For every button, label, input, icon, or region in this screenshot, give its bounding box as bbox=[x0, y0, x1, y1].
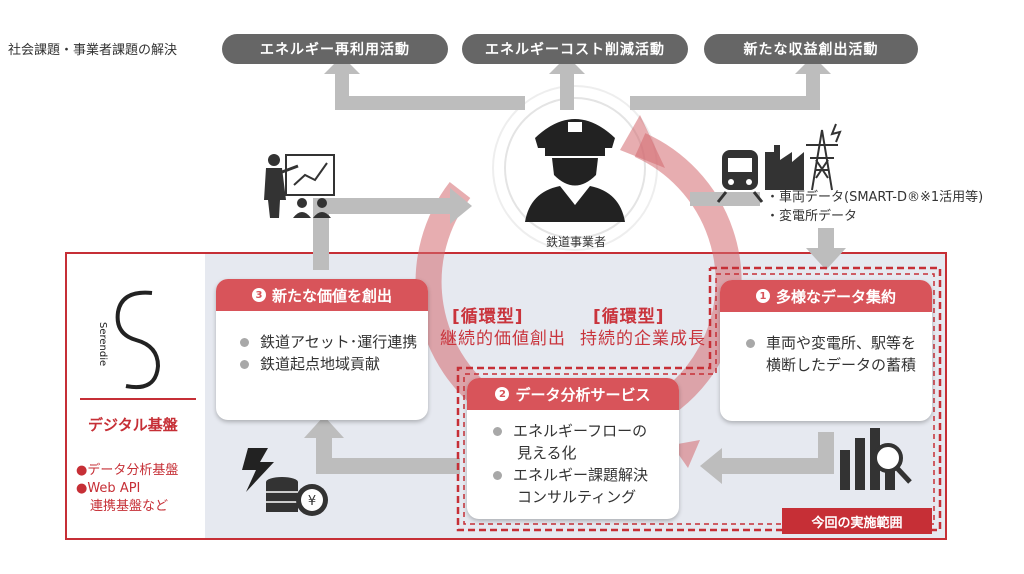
list-item: 鉄道起点地域貢献 bbox=[240, 353, 428, 375]
digital-item: ●データ分析基盤 bbox=[76, 463, 179, 478]
presenter-icon bbox=[264, 154, 335, 218]
card-header: 1 多様なデータ集約 bbox=[720, 280, 932, 312]
card-list: 鉄道アセット･運行連携 鉄道起点地域貢献 bbox=[216, 311, 428, 375]
digital-title: デジタル基盤 bbox=[88, 416, 178, 434]
operator-icon bbox=[525, 119, 625, 222]
scope-frame-inner bbox=[463, 273, 935, 525]
card-title: 新たな価値を創出 bbox=[271, 286, 392, 305]
flow-arrows bbox=[304, 56, 846, 484]
center-right-text: 持続的企業成長 bbox=[580, 329, 706, 349]
digital-items: ●データ分析基盤 ●Web API 連携基盤など bbox=[76, 462, 178, 516]
pill-energy-cost: エネルギーコスト削減活動 bbox=[462, 34, 688, 64]
digital-divider bbox=[80, 398, 196, 400]
list-item-line: コンサルティング bbox=[517, 488, 637, 506]
scope-label: 今回の実施範囲 bbox=[782, 508, 932, 534]
digital-item: 連携基盤など bbox=[90, 499, 169, 514]
card-header: 3 新たな価値を創出 bbox=[216, 279, 428, 311]
pylon-icon bbox=[806, 123, 842, 191]
card-data-aggregation: 1 多様なデータ集約 車両や変電所、駅等を 横断したデータの蓄積 bbox=[720, 280, 932, 421]
card-number: 3 bbox=[251, 288, 266, 302]
cycle-arrow-head bbox=[620, 115, 665, 168]
card-number: 2 bbox=[495, 387, 510, 401]
list-item-line: 見える化 bbox=[517, 444, 577, 462]
coins-icon: ¥ bbox=[266, 477, 328, 516]
list-item: 鉄道アセット･運行連携 bbox=[240, 331, 428, 353]
pill-energy-reuse: エネルギー再利用活動 bbox=[222, 34, 448, 64]
card-line: 横断したデータの蓄積 bbox=[766, 356, 917, 374]
serendie-logo-text: Serendie bbox=[97, 322, 108, 367]
factory-icon bbox=[765, 145, 804, 190]
data-note: ・車両データ(SMART-D®※1活用等) ・変電所データ bbox=[766, 188, 983, 226]
data-note-line1: ・車両データ(SMART-D®※1活用等) bbox=[766, 190, 984, 205]
list-item: エネルギー課題解決 コンサルティング bbox=[493, 464, 679, 508]
operator-label: 鉄道事業者 bbox=[545, 235, 606, 249]
card-header: 2 データ分析サービス bbox=[467, 378, 679, 410]
card-title: データ分析サービス bbox=[515, 385, 651, 404]
card-data-analysis: 2 データ分析サービス エネルギーフローの 見える化 エネルギー課題解決 コンサ… bbox=[467, 378, 679, 519]
list-item: エネルギーフローの 見える化 bbox=[493, 420, 679, 464]
center-right-tag: [循環型] bbox=[593, 307, 665, 327]
center-left-text: 継続的価値創出 bbox=[440, 329, 566, 349]
svg-text:¥: ¥ bbox=[308, 494, 316, 509]
card-title: 多様なデータ集約 bbox=[775, 287, 896, 306]
scope-frame bbox=[456, 266, 942, 532]
lightning-icon bbox=[242, 448, 274, 492]
cycle-arrow-tip bbox=[672, 440, 700, 468]
train-icon bbox=[716, 150, 764, 203]
card-line: 車両や変電所、駅等を bbox=[766, 334, 917, 352]
data-note-line2: ・変電所データ bbox=[766, 209, 858, 224]
card-new-value: 3 新たな価値を創出 鉄道アセット･運行連携 鉄道起点地域貢献 bbox=[216, 279, 428, 420]
analytics-icon bbox=[840, 428, 912, 490]
top-label: 社会課題・事業者課題の解決 bbox=[8, 43, 178, 58]
card-body: 車両や変電所、駅等を 横断したデータの蓄積 bbox=[720, 312, 932, 376]
digital-item: ●Web API bbox=[76, 481, 141, 496]
list-item-line: エネルギー課題解決 bbox=[513, 466, 649, 484]
operator-ring bbox=[504, 97, 646, 239]
pill-new-revenue: 新たな収益創出活動 bbox=[704, 34, 918, 64]
center-left-tag: [循環型] bbox=[452, 307, 524, 327]
card-number: 1 bbox=[755, 289, 770, 303]
serendie-logo bbox=[115, 290, 161, 389]
card-list: エネルギーフローの 見える化 エネルギー課題解決 コンサルティング bbox=[467, 410, 679, 508]
list-item-line: エネルギーフローの bbox=[513, 422, 648, 440]
bullet-icon bbox=[746, 339, 755, 348]
